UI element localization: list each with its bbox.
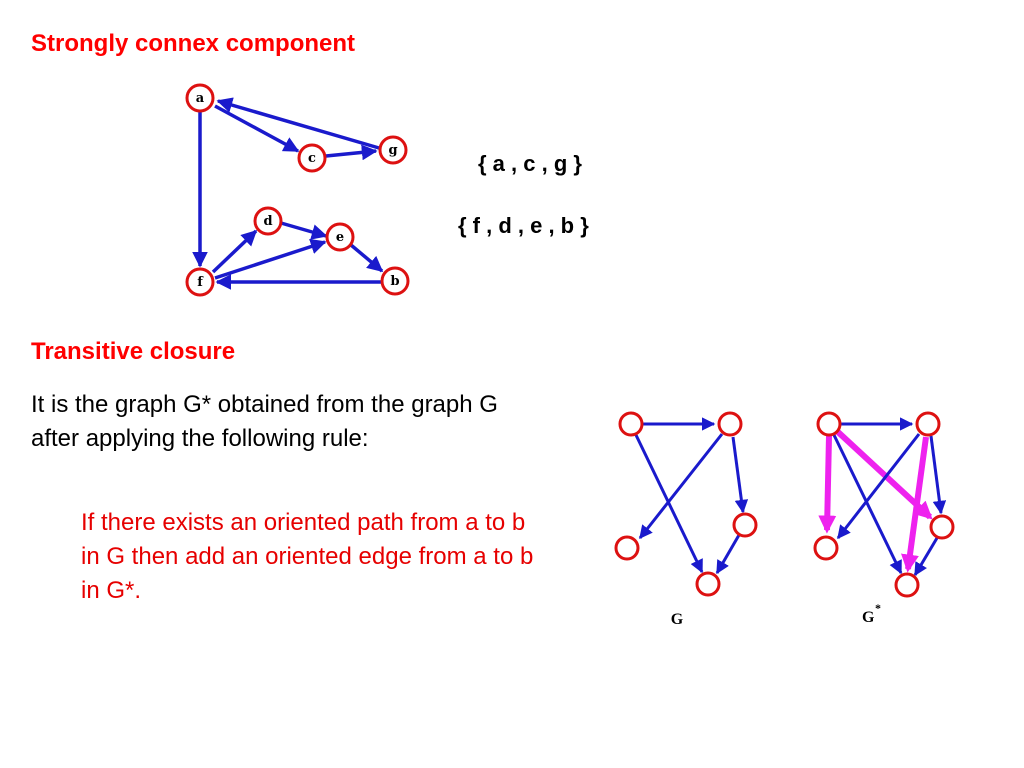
graph-gstar: G * <box>813 411 955 626</box>
gstar-edge-tr-right <box>929 435 947 515</box>
edge-g-a <box>216 97 380 150</box>
graph-gstar-nodes <box>813 411 955 598</box>
scc-graph: a c g d e <box>185 83 410 297</box>
graph-gstar-caption: G <box>862 609 875 626</box>
g-node-top-right <box>717 411 743 437</box>
g-node-left <box>614 535 640 561</box>
edge-a-c <box>214 104 300 153</box>
edge-c-g <box>325 144 378 161</box>
graph-g: G <box>614 411 758 628</box>
gstar-node-top-left <box>816 411 842 437</box>
gstar-node-top-right <box>915 411 941 437</box>
g-node-bottom <box>695 571 721 597</box>
edge-e-b <box>349 243 384 273</box>
gstar-edge-tl-bot <box>832 434 903 575</box>
title-transitive-closure: Transitive closure <box>31 338 236 365</box>
component-set-2: { f , d , e , b } <box>458 213 589 238</box>
gstar-node-left <box>813 535 839 561</box>
gstar-edge-right-bot <box>913 537 939 577</box>
g-edge-tr-left <box>638 433 724 540</box>
node-f: f <box>185 267 215 297</box>
scc-nodes: a c g d e <box>185 83 410 297</box>
gstar-added-tl-left <box>818 435 837 534</box>
node-c-label: c <box>308 151 316 166</box>
scc-edges <box>192 97 384 290</box>
definition-text: It is the graph G* obtained from the gra… <box>31 391 498 452</box>
edge-f-d <box>211 229 258 274</box>
edge-d-e <box>280 221 328 240</box>
gstar-node-bottom <box>894 572 920 598</box>
rule-text: If there exists an oriented path from a … <box>81 509 534 604</box>
node-b-label: b <box>390 274 399 289</box>
graph-gstar-superscript: * <box>875 601 881 615</box>
node-a: a <box>185 83 215 113</box>
gstar-node-right <box>929 514 955 540</box>
node-e: e <box>325 222 355 252</box>
node-g: g <box>378 135 408 165</box>
node-b: b <box>380 266 410 296</box>
component-set-1: { a , c , g } <box>478 151 582 176</box>
node-g-label: g <box>388 143 397 158</box>
g-edge-right-bot <box>715 534 741 575</box>
g-edge-tr-right <box>731 436 749 514</box>
graph-g-edges <box>634 417 749 575</box>
edge-f-e <box>214 238 327 280</box>
gstar-added-tr-bot <box>901 436 929 573</box>
node-d: d <box>253 206 283 236</box>
graph-g-nodes <box>614 411 758 597</box>
node-d-label: d <box>263 214 272 229</box>
gstar-edge-tr-left <box>836 433 921 540</box>
node-f-label: f <box>197 275 204 290</box>
g-node-top-left <box>618 411 644 437</box>
node-c: c <box>297 143 327 173</box>
title-strongly-connex-component: Strongly connex component <box>31 30 356 57</box>
graph-g-caption: G <box>671 611 684 628</box>
node-a-label: a <box>196 91 205 106</box>
graph-gstar-edges <box>832 417 947 577</box>
graph-gstar-added-edges <box>818 429 933 573</box>
g-node-right <box>732 512 758 538</box>
node-e-label: e <box>336 230 344 245</box>
